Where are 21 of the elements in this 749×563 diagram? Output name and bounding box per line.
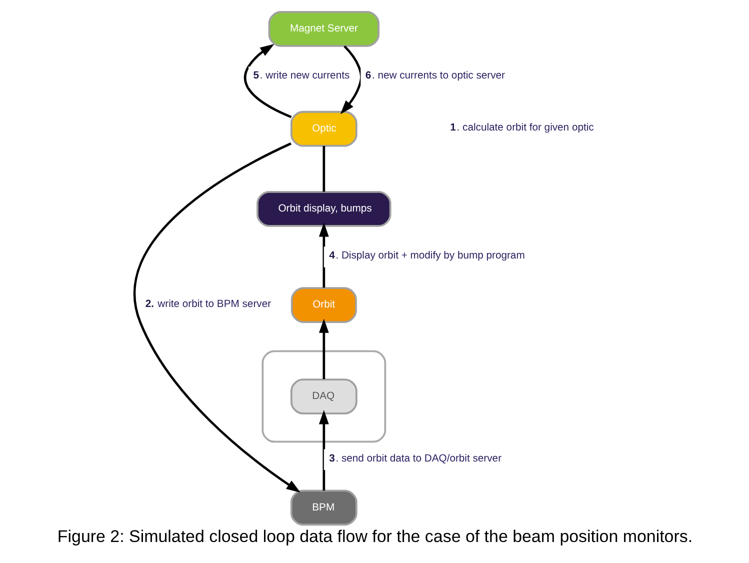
edge-label: 2. write orbit to BPM server — [144, 298, 271, 310]
node-box: Magnet Server — [268, 11, 380, 47]
arrow — [243, 44, 292, 118]
arrow — [318, 318, 328, 380]
edge-label: 5. write new currents — [252, 70, 350, 82]
edge-label: 3. send orbit data to DAQ/orbit server — [328, 453, 502, 464]
node-box: Orbit — [290, 287, 356, 323]
connector — [322, 146, 325, 192]
cluster — [261, 350, 386, 443]
arrow — [133, 142, 300, 493]
label: 1. calculate orbit for given optic — [450, 122, 594, 134]
caption: Figure 2: Simulated closed loop data flow for the case of the beam position monitors. — [56, 526, 692, 546]
edge-label: 4. Display orbit + modify by bump program — [328, 250, 524, 262]
node-box: BPM — [290, 490, 357, 526]
arrow — [318, 222, 328, 288]
node-box: Orbit display, bumps — [256, 191, 391, 227]
arrow — [340, 45, 362, 114]
node-box: Optic — [290, 110, 357, 147]
arrow — [318, 410, 328, 491]
node-box: DAQ — [290, 378, 357, 414]
edge-label: 6. new currents to optic server — [364, 70, 504, 82]
